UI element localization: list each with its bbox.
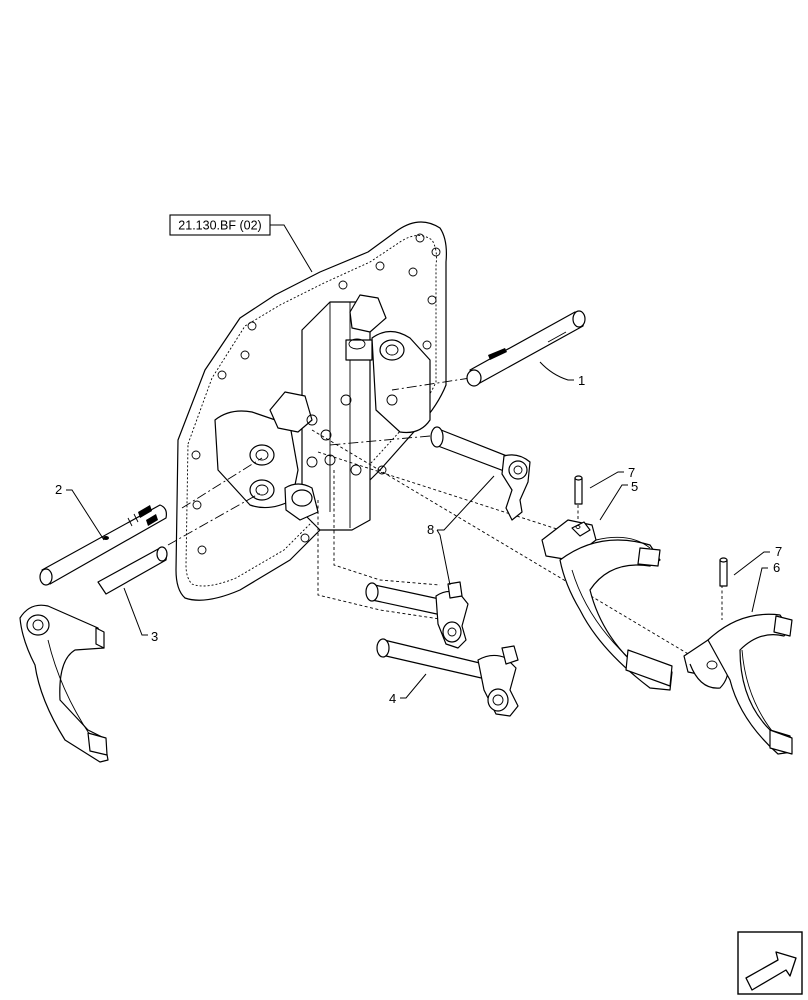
shift-fork-6 — [683, 613, 793, 755]
callout-7b: 7 — [775, 544, 782, 559]
shift-lever-4 — [376, 638, 519, 717]
reference-label-text: 21.130.BF (02) — [178, 219, 261, 233]
next-page-arrow-icon — [745, 951, 797, 991]
shift-rail-1 — [466, 310, 586, 387]
callout-7a: 7 — [628, 465, 635, 480]
shift-lever-8a — [365, 581, 469, 649]
callout-5: 5 — [631, 479, 638, 494]
callout-1: 1 — [578, 373, 585, 388]
callout-3: 3 — [151, 629, 158, 644]
shift-fork-3 — [19, 546, 168, 763]
callout-labels: 1 2 3 4 5 6 7 7 8 — [55, 373, 782, 706]
callout-8: 8 — [427, 522, 434, 537]
housing-plate — [175, 221, 447, 601]
next-page-button[interactable] — [737, 931, 803, 995]
roll-pin-7a — [574, 475, 583, 505]
shift-lever-8b — [430, 426, 531, 521]
shift-fork-5 — [541, 519, 673, 691]
callout-leaders — [66, 361, 770, 699]
callout-6: 6 — [773, 560, 780, 575]
callout-2: 2 — [55, 482, 62, 497]
assembly-centerlines — [167, 377, 723, 656]
roll-pin-7b — [719, 557, 728, 587]
shift-rail-2 — [39, 504, 167, 586]
reference-label[interactable]: 21.130.BF (02) — [169, 214, 313, 273]
callout-4: 4 — [389, 691, 396, 706]
